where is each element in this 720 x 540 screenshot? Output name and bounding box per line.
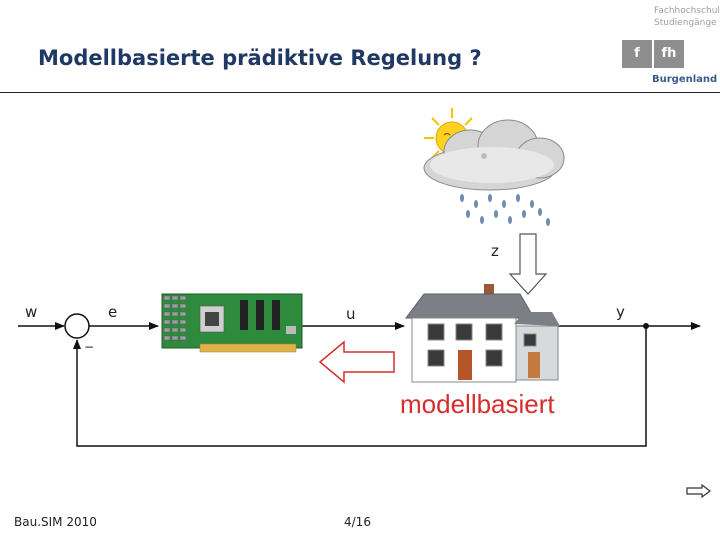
summing-junction (64, 313, 90, 339)
signal-u-label: u (346, 305, 356, 323)
logo-region: Burgenland (652, 74, 718, 85)
logo-line-2: Studiengänge (654, 18, 717, 28)
sun-cloud-rain-icon (423, 108, 565, 226)
logo-box-right: fh (654, 40, 684, 68)
signal-y-label: y (616, 303, 625, 321)
signal-e-label: e (108, 303, 117, 321)
institution-logo: Fachhochschul Studiengänge f fh Burgenla… (618, 4, 720, 88)
minus-sign: − (84, 340, 94, 354)
house-icon (405, 284, 560, 383)
logo-box-left: f (622, 40, 652, 68)
signal-w-label: w (25, 303, 37, 321)
title-divider (0, 92, 720, 93)
page-title: Modellbasierte prädiktive Regelung ? (38, 46, 482, 70)
footer-page-number: 4/16 (344, 515, 371, 529)
model-based-label: modellbasiert (400, 389, 555, 419)
footer-conference: Bau.SIM 2010 (14, 515, 97, 529)
disturbance-arrow (508, 233, 548, 295)
signal-z-label: z (491, 242, 499, 260)
controller-board-icon (161, 293, 303, 353)
next-slide-arrow-icon[interactable] (686, 484, 712, 498)
logo-line-1: Fachhochschul (654, 6, 720, 16)
feedback-path (73, 326, 647, 447)
model-feedback-arrow (318, 340, 395, 384)
